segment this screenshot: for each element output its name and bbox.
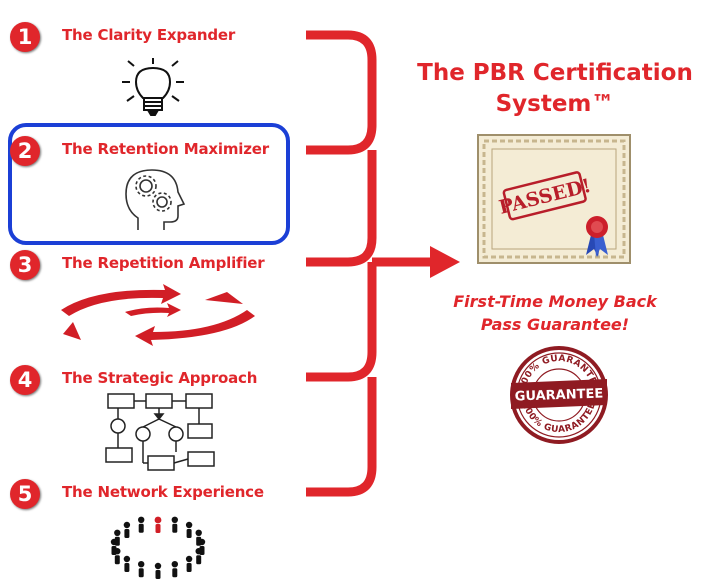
- step-number: 4: [10, 365, 40, 395]
- person-body: [124, 563, 130, 572]
- step-label: The Network Experience: [62, 483, 264, 501]
- certificate: PASSED!: [477, 134, 631, 264]
- person-head: [171, 561, 178, 568]
- person-head: [171, 516, 178, 523]
- guarantee-line-2: Pass Guarantee!: [480, 315, 630, 335]
- guarantee-seal: 100% GUARANTEE 100% GUARANTEE GUARANTEE: [510, 346, 608, 444]
- person-body: [172, 523, 178, 533]
- guarantee-text: First-Time Money Back Pass Guarantee!: [420, 290, 690, 336]
- title-line-2: System™: [495, 91, 615, 118]
- person-body: [114, 555, 120, 565]
- step-number: 1: [10, 22, 40, 52]
- step-label: The Retention Maximizer: [62, 140, 269, 158]
- person-body: [138, 523, 144, 533]
- people-circle-icon: [110, 516, 206, 579]
- person-body: [196, 555, 202, 565]
- person-body: [196, 536, 202, 546]
- step-label: The Strategic Approach: [62, 369, 258, 387]
- step-number: 2: [10, 136, 40, 166]
- person-head: [185, 521, 193, 529]
- person-head: [138, 561, 145, 568]
- person-head: [123, 555, 131, 563]
- person-body: [186, 563, 192, 572]
- step-label: The Repetition Amplifier: [62, 254, 265, 272]
- person-head: [185, 555, 193, 563]
- flowchart-icon: [105, 393, 215, 471]
- person-head: [195, 529, 202, 536]
- step-number: 5: [10, 479, 40, 509]
- person-body: [114, 536, 120, 546]
- title: The PBR Certification System™: [410, 58, 700, 120]
- arrow-head: [430, 246, 460, 278]
- person-body: [155, 570, 161, 579]
- person-head: [154, 562, 162, 570]
- circular-arrows-icon: [61, 284, 255, 346]
- lightbulb-icon: [122, 58, 184, 116]
- person-head: [114, 529, 121, 536]
- person-head: [123, 521, 131, 529]
- ribbon-seal-icon: [586, 216, 608, 257]
- person-body: [186, 529, 192, 538]
- person-body: [124, 529, 130, 538]
- person-body: [172, 568, 178, 578]
- step-label: The Clarity Expander: [62, 26, 236, 44]
- person-head: [138, 516, 145, 523]
- person-body: [111, 546, 117, 555]
- guarantee-line-1: First-Time Money Back: [453, 292, 657, 311]
- person-head: [195, 548, 202, 555]
- step-number: 3: [10, 250, 40, 280]
- title-line-1: The PBR Certification: [417, 60, 693, 86]
- person-body: [138, 568, 144, 578]
- brain-gears-icon: [125, 169, 186, 230]
- svg-text:GUARANTEE: GUARANTEE: [515, 386, 604, 404]
